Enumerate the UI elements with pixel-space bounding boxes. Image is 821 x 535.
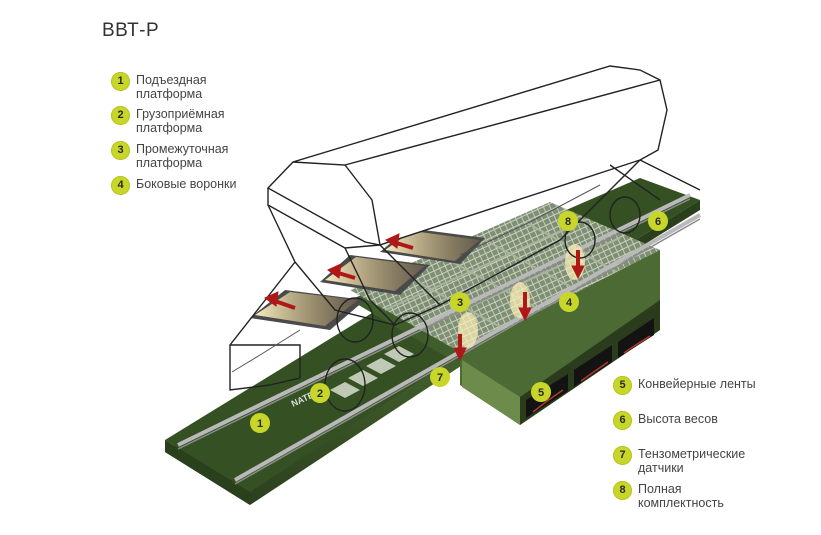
arrow-left-icon [264,291,296,310]
legend-label: Грузоприёмная платформа [136,107,225,135]
callout-6: 6 [648,211,668,231]
hopper-wagon [229,65,701,412]
callout-number: 7 [437,372,443,384]
legend-badge: 1 [111,72,130,91]
legend-item-6: 6 Высота весов [613,411,718,430]
callout-8: 8 [558,211,578,231]
arrow-down-icon [571,250,585,280]
callout-number: 5 [538,387,544,399]
callout-4: 4 [559,292,579,312]
legend-item-1: 1 Подъездная платформа [111,72,207,101]
callout-number: 6 [655,216,661,228]
legend-badge: 7 [613,446,632,465]
callout-number: 2 [317,388,323,400]
callout-number: 8 [565,216,571,228]
arrow-left-icon [327,263,356,280]
legend-badge: 3 [111,141,130,160]
legend-label: Подъездная платформа [136,73,207,101]
legend-label: Боковые воронки [136,177,237,191]
callout-7: 7 [430,367,450,387]
legend-badge: 6 [613,411,632,430]
legend-label: Конвейерные ленты [638,377,756,391]
legend-item-5: 5 Конвейерные ленты [613,376,756,395]
legend-badge: 8 [613,481,632,500]
legend-item-3: 3 Промежуточная платформа [111,141,228,170]
callout-2: 2 [310,383,330,403]
legend-item-2: 2 Грузоприёмная платформа [111,106,225,135]
legend-badge: 4 [111,176,130,195]
callout-number: 1 [257,418,263,430]
legend-label: Промежуточная платформа [136,142,229,170]
arrow-down-icon [518,292,532,322]
platform-stripes [330,346,414,398]
legend-badge: 5 [613,376,632,395]
legend-label: Тензометрические датчики [638,447,746,475]
callout-5: 5 [531,382,551,402]
legend-item-7: 7 Тензометрические датчики [613,446,745,475]
legend-item-8: 8 Полная комплектность [613,481,724,510]
legend-label: Полная комплектность [638,482,724,510]
arrow-left-icon [385,233,414,250]
legend-label: Высота весов [638,412,718,426]
page-title: ВВТ-Р [102,20,160,41]
legend-item-4: 4 Боковые воронки [111,176,236,195]
arrow-down-icon [453,334,467,362]
callout-3: 3 [450,292,470,312]
callout-1: 1 [250,413,270,433]
legend-badge: 2 [111,106,130,125]
flow-arrows [264,233,585,362]
callout-number: 3 [457,297,463,309]
callout-number: 4 [566,297,573,309]
